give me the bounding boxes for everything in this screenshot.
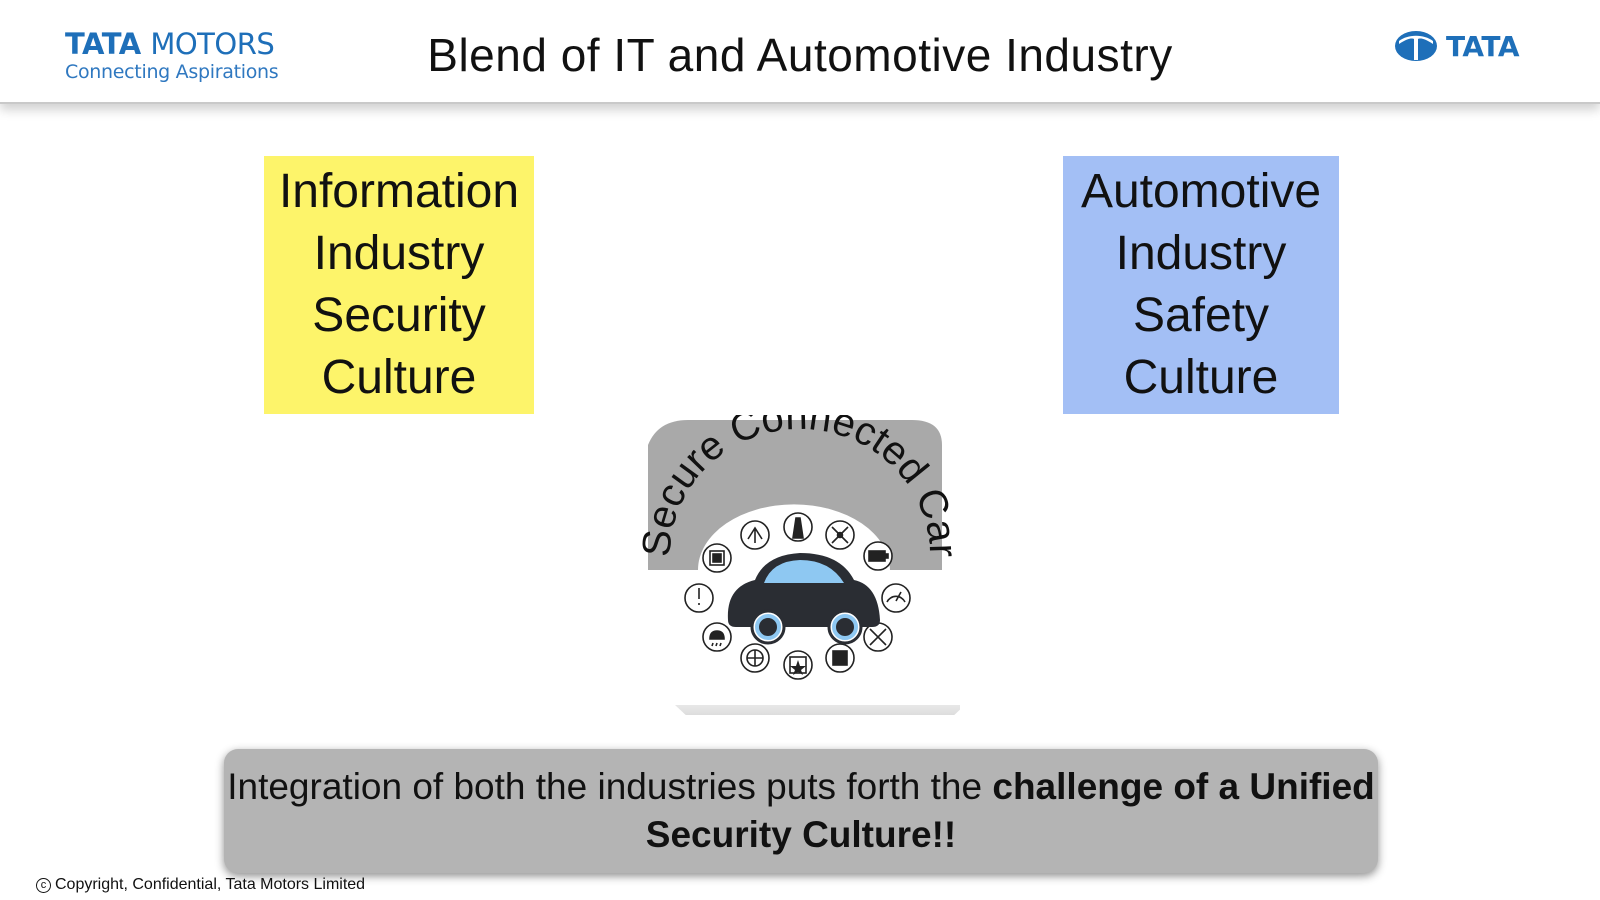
box-line: Security xyxy=(312,289,486,342)
copyright-icon: c xyxy=(36,877,51,893)
star-badge-icon xyxy=(783,650,813,680)
funnel-shape xyxy=(675,705,960,715)
slide-title: Blend of IT and Automotive Industry xyxy=(427,29,1173,81)
slide-header: TATA MOTORS Connecting Aspirations Blend… xyxy=(0,0,1600,104)
web-icon xyxy=(740,643,770,673)
tata-logo: TATA xyxy=(1394,29,1520,63)
battery-icon xyxy=(863,541,893,571)
car-icon xyxy=(727,553,880,645)
info-industry-security-box: Information Industry Security Culture xyxy=(264,156,534,414)
box-line: Industry xyxy=(313,227,485,280)
box-line: Information xyxy=(278,165,520,218)
warning-icon xyxy=(684,583,714,613)
tata-emblem-icon xyxy=(1395,31,1437,61)
box-line: Safety xyxy=(1132,289,1270,342)
box-line: Automotive xyxy=(1080,165,1322,218)
tata-logo-text: TATA xyxy=(1446,29,1520,63)
brand-tagline: Connecting Aspirations xyxy=(65,61,279,83)
processor-icon xyxy=(825,643,855,673)
brand-name-bold: TATA xyxy=(65,27,141,61)
copyright-footer: c Copyright, Confidential, Tata Motors L… xyxy=(36,876,365,894)
brand-name: TATA MOTORS xyxy=(65,30,278,59)
tata-motors-logo: TATA MOTORS Connecting Aspirations xyxy=(65,30,279,83)
box-line: Culture xyxy=(321,351,477,404)
screen-icon xyxy=(702,543,732,573)
banner-text: Integration of both the industries puts … xyxy=(224,763,1378,859)
automotive-industry-safety-box: Automotive Industry Safety Culture xyxy=(1063,156,1339,414)
road-icon xyxy=(783,512,813,542)
speedometer-icon xyxy=(881,583,911,613)
copyright-text: Copyright, Confidential, Tata Motors Lim… xyxy=(55,876,366,893)
box-line: Culture xyxy=(1123,351,1279,404)
network-icon xyxy=(825,520,855,550)
box-line: Industry xyxy=(1115,227,1287,280)
secure-connected-car-graphic: Secure Connected Car xyxy=(640,415,960,715)
brand-name-rest: MOTORS xyxy=(150,27,275,61)
navigation-icon xyxy=(740,520,770,550)
tools-icon xyxy=(863,622,893,652)
banner-text-bold: challenge of a Unified Security Culture!… xyxy=(645,766,1375,855)
icon-ring xyxy=(684,512,911,680)
arch-background xyxy=(648,420,942,570)
weather-icon xyxy=(702,622,732,652)
banner-text-plain: Integration of both the industries puts … xyxy=(227,766,993,807)
integration-challenge-banner: Integration of both the industries puts … xyxy=(224,749,1378,873)
